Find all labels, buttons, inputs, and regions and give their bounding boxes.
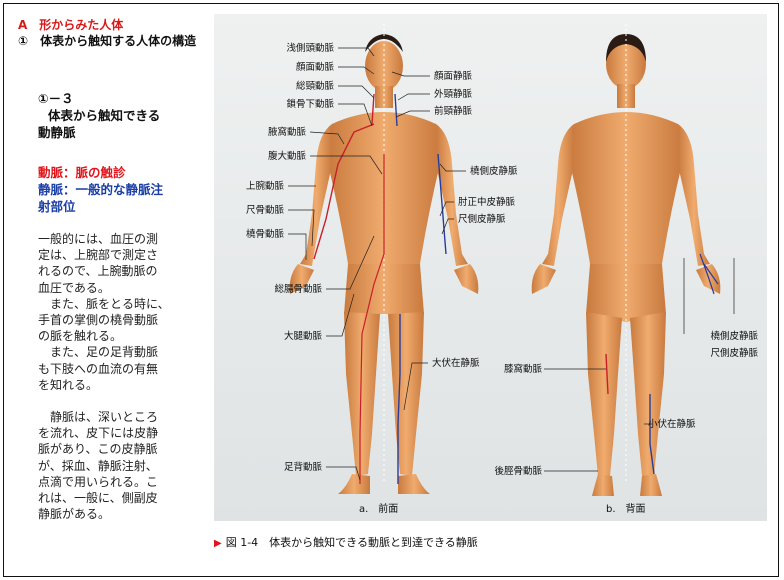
label-back-cephalic-vein: 橈側皮静脈 — [710, 330, 758, 342]
label-superficial-temporal-artery: 浅側頭動脈 — [286, 42, 334, 54]
front-left-labels: 浅側頭動脈 顔面動脈 総頸動脈 鎖骨下動脈 腋窩動脈 腹大動脈 上腕動脈 尺骨動… — [246, 42, 335, 473]
left-column: A 形からみた人体 ① 体表から触知する人体の構造 — [18, 18, 208, 49]
section-title: A 形からみた人体 — [18, 18, 124, 32]
front-right-leaders — [391, 71, 466, 411]
back-labels: 橈側皮静脈 尺側皮静脈 膝窩動脈 小伏在静脈 後脛骨動脈 — [494, 330, 758, 477]
label-facial-vein: 顔面静脈 — [434, 70, 473, 82]
label-back-basilic-vein: 尺側皮静脈 — [710, 347, 758, 359]
label-dorsalis-pedis-artery: 足背動脈 — [284, 461, 323, 473]
label-posterior-tibial-artery: 後脛骨動脈 — [494, 465, 542, 477]
label-common-carotid-artery: 総頸動脈 — [296, 80, 335, 92]
label-common-iliac-artery: 総腸骨動脈 — [274, 283, 322, 295]
label-ulnar-artery: 尺骨動脈 — [246, 204, 285, 216]
anatomy-illustration: 浅側頭動脈 顔面動脈 総頸動脈 鎖骨下動脈 腋窩動脈 腹大動脈 上腕動脈 尺骨動… — [246, 24, 758, 515]
label-anterior-jugular-vein: 前頸静脈 — [434, 105, 473, 117]
body-paragraph-2: 静脈は、深いところ を流れ、皮下には皮静 脈があり、この皮静脈 が、採血、静脈注… — [38, 410, 159, 522]
caption-text: 図 1-4 体表から触知できる動脈と到達できる静脈 — [225, 536, 478, 549]
label-femoral-artery: 大腿動脈 — [284, 330, 323, 342]
back-body — [531, 24, 721, 496]
body-paragraph-1: 一般的には、血圧の測 定は、上腕部で測定さ れるので、上腕動脈の 血圧である。 … — [38, 232, 170, 392]
front-body — [289, 24, 479, 494]
label-external-jugular-vein: 外頸静脈 — [434, 88, 473, 100]
body-text: 一般的には、血圧の測 定は、上腕部で測定さ れるので、上腕動脈の 血圧である。 … — [38, 231, 193, 522]
vein-point-line2: 射部位 — [38, 199, 76, 214]
vein-point: 静脈：一般的な静脈注 射部位 — [38, 181, 188, 215]
caption-marker: ▶ — [214, 538, 222, 549]
artery-point: 動脈：脈の触診 — [38, 165, 126, 180]
topic-number: ①－３ — [38, 91, 74, 106]
topic-title-line1: 体表から触知できる — [48, 108, 161, 123]
back-leaders — [544, 258, 735, 472]
back-view-caption: b. 背面 — [606, 502, 646, 515]
label-radial-artery: 橈骨動脈 — [246, 228, 285, 240]
vein-point-line1: 静脈：一般的な静脈注 — [38, 182, 164, 197]
anatomy-figure: 浅側頭動脈 顔面動脈 総頸動脈 鎖骨下動脈 腋窩動脈 腹大動脈 上腕動脈 尺骨動… — [214, 14, 767, 521]
label-small-saphenous-vein: 小伏在静脈 — [648, 418, 696, 430]
topic-heading: ①－３ 体表から触知できる 動静脈 — [38, 90, 188, 141]
label-popliteal-artery: 膝窩動脈 — [504, 363, 543, 375]
label-basilic-vein: 尺側皮静脈 — [458, 213, 506, 225]
topic-title-line2: 動静脈 — [38, 125, 76, 140]
label-cephalic-vein: 橈側皮静脈 — [470, 165, 518, 177]
figure-caption: ▶図 1-4 体表から触知できる動脈と到達できる静脈 — [214, 534, 478, 550]
label-abdominal-aorta: 腹大動脈 — [268, 150, 307, 162]
label-axillary-artery: 腋窩動脈 — [268, 126, 307, 138]
front-right-labels: 顔面静脈 外頸静脈 前頸静脈 橈側皮静脈 肘正中皮静脈 尺側皮静脈 大伏在静脈 — [432, 70, 518, 369]
label-facial-artery: 顔面動脈 — [296, 61, 335, 73]
section-subtitle: ① 体表から触知する人体の構造 — [18, 34, 197, 48]
label-brachial-artery: 上腕動脈 — [246, 180, 285, 192]
label-subclavian-artery: 鎖骨下動脈 — [286, 98, 334, 110]
front-left-leaders — [288, 47, 383, 481]
label-great-saphenous-vein: 大伏在静脈 — [432, 357, 480, 369]
front-view-caption: a. 前面 — [359, 502, 398, 515]
label-median-cubital-vein: 肘正中皮静脈 — [458, 196, 516, 208]
